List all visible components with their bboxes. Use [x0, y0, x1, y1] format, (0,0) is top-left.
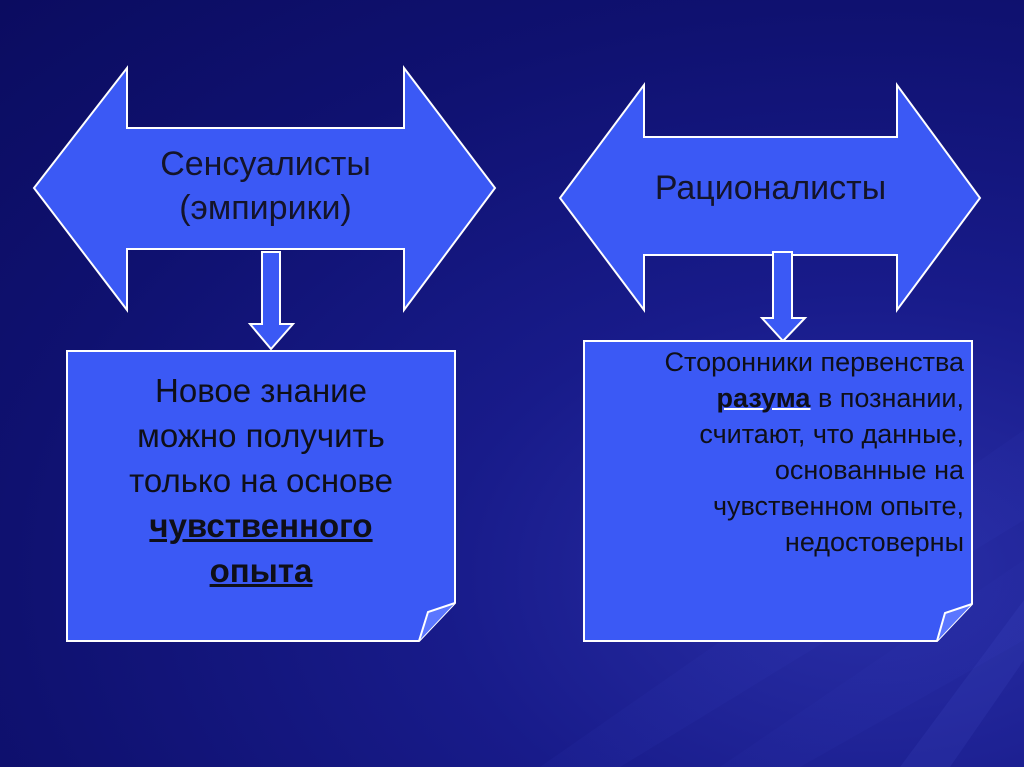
right-text-line-5: чувственном опыте, — [712, 491, 964, 521]
right-text-line-1: Сторонники первенства — [664, 347, 964, 377]
left-double-arrow — [32, 65, 497, 314]
sensualists-description: Новое знание можно получить только на ос… — [67, 368, 455, 593]
sensualists-title: Сенсуалисты — [160, 145, 371, 183]
rationalists-title: Рационалисты — [654, 169, 887, 207]
reason-emphasis: разума — [716, 383, 811, 413]
right-text-line-6: недостоверны — [784, 527, 964, 557]
rationalists-description: Сторонники первенства разума в познании,… — [584, 344, 964, 560]
sensualists-label: Сенсуалисты (эмпирики) — [127, 142, 404, 230]
right-double-arrow — [558, 81, 982, 314]
left-text-line-2: можно получить — [137, 417, 385, 454]
right-note-fold — [936, 603, 973, 642]
left-text-line-3: только на основе — [129, 462, 393, 499]
right-text-line-2-rest: в познании, — [810, 383, 964, 413]
right-text-line-3: считают, что данные, — [699, 419, 964, 449]
rationalists-label: Рационалисты — [644, 166, 897, 210]
empiricists-subtitle: (эмпирики) — [179, 189, 352, 227]
left-text-emphasis-1: чувственного — [149, 507, 373, 544]
right-down-arrow — [759, 251, 808, 343]
left-text-emphasis-2: опыта — [209, 552, 313, 589]
right-text-line-2: разума в познании, — [584, 380, 964, 416]
left-down-arrow — [247, 251, 296, 351]
right-text-line-4: основанные на — [774, 455, 964, 485]
left-text-line-1: Новое знание — [155, 372, 367, 409]
left-note-fold — [418, 602, 456, 642]
